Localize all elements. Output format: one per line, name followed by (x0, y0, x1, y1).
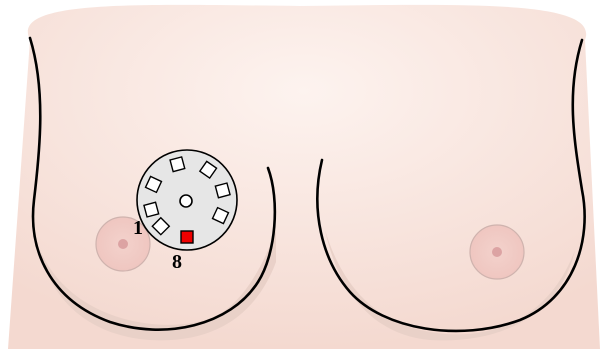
torso-skin (8, 5, 600, 349)
sensor-element (215, 183, 230, 198)
sensor-center (180, 195, 192, 207)
left-nipple (118, 239, 128, 249)
sensor-element (170, 157, 185, 172)
sensor-label-start: 1 (133, 217, 143, 239)
sensor-element (144, 202, 159, 217)
sensor-label-active: 8 (172, 251, 182, 273)
sensor-array (137, 150, 237, 250)
right-nipple (492, 247, 502, 257)
sensor-element-active (181, 231, 193, 243)
